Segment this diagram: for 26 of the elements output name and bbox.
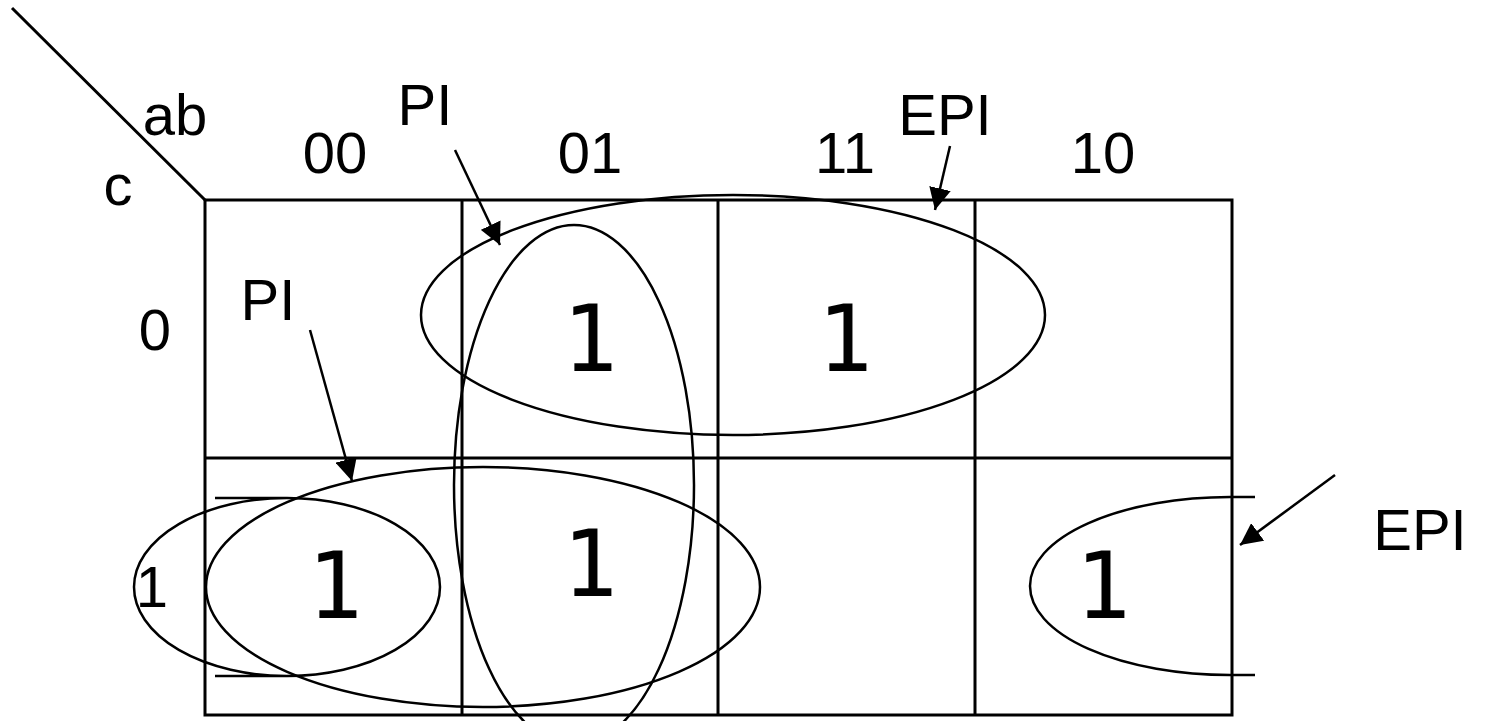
leader-arrow (1239, 474, 1336, 546)
row-header: 0 (138, 301, 172, 359)
annotation-label: PI (240, 271, 296, 329)
variable-label: c (103, 156, 133, 214)
annotation-label: EPI (898, 86, 992, 144)
grouping-loop (1029, 495, 1255, 677)
leader-arrow (929, 145, 952, 211)
column-header: 00 (302, 124, 368, 182)
column-header: 10 (1070, 124, 1136, 182)
grouping-loop (132, 496, 442, 678)
leader-arrow (308, 329, 357, 482)
annotation-label: PI (397, 76, 453, 134)
cell-value: 1 (562, 294, 618, 386)
row-header: 1 (135, 558, 169, 616)
cell-value: 1 (817, 294, 873, 386)
column-header: 01 (557, 124, 623, 182)
variable-label: ab (142, 86, 208, 144)
cell-value: 1 (307, 541, 363, 633)
leader-arrow (453, 149, 502, 246)
column-header: 11 (814, 124, 876, 182)
annotation-label: EPI (1373, 501, 1467, 559)
grouping-loop (419, 194, 1047, 436)
grouping-loop (204, 466, 762, 708)
cell-value: 1 (562, 519, 618, 611)
cell-value: 1 (1075, 541, 1131, 633)
grouping-loop (452, 224, 696, 721)
